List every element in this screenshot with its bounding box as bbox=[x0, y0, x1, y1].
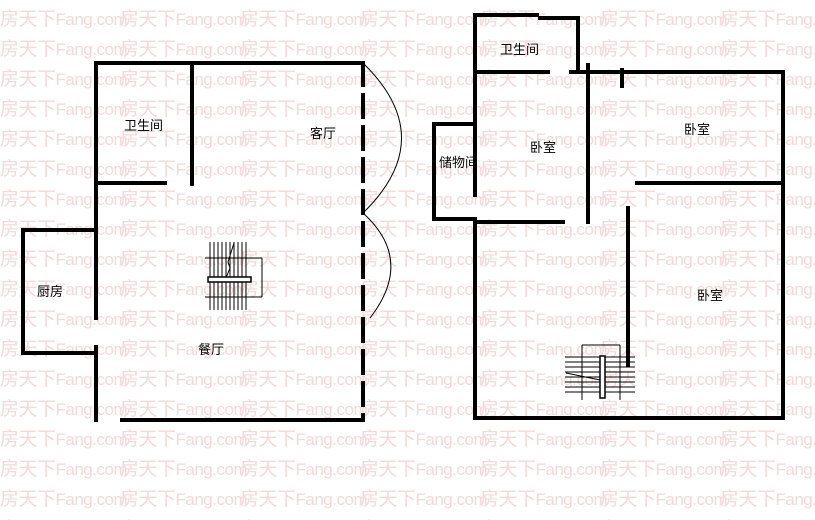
door-arc-icon bbox=[362, 212, 392, 319]
room-label-bedroom-3: 卧室 bbox=[697, 289, 724, 304]
left-floor-doors bbox=[362, 62, 402, 319]
room-label-bedroom-2: 卧室 bbox=[684, 123, 711, 138]
room-label-bedroom-1: 卧室 bbox=[530, 141, 557, 156]
right-floor-walls bbox=[432, 13, 785, 420]
left-floor-walls bbox=[21, 61, 365, 422]
room-label-bathroom: 卫生间 bbox=[124, 119, 164, 134]
room-label-bathroom-upper: 卫生间 bbox=[500, 43, 540, 58]
room-label-living-room: 客厅 bbox=[310, 127, 337, 142]
left-staircase-icon bbox=[205, 242, 263, 310]
door-arc-icon bbox=[362, 62, 402, 214]
room-label-dining-room: 餐厅 bbox=[198, 343, 225, 358]
room-label-kitchen: 厨房 bbox=[37, 285, 64, 300]
right-staircase-icon bbox=[565, 344, 635, 400]
room-label-storage: 储物间 bbox=[439, 156, 479, 171]
